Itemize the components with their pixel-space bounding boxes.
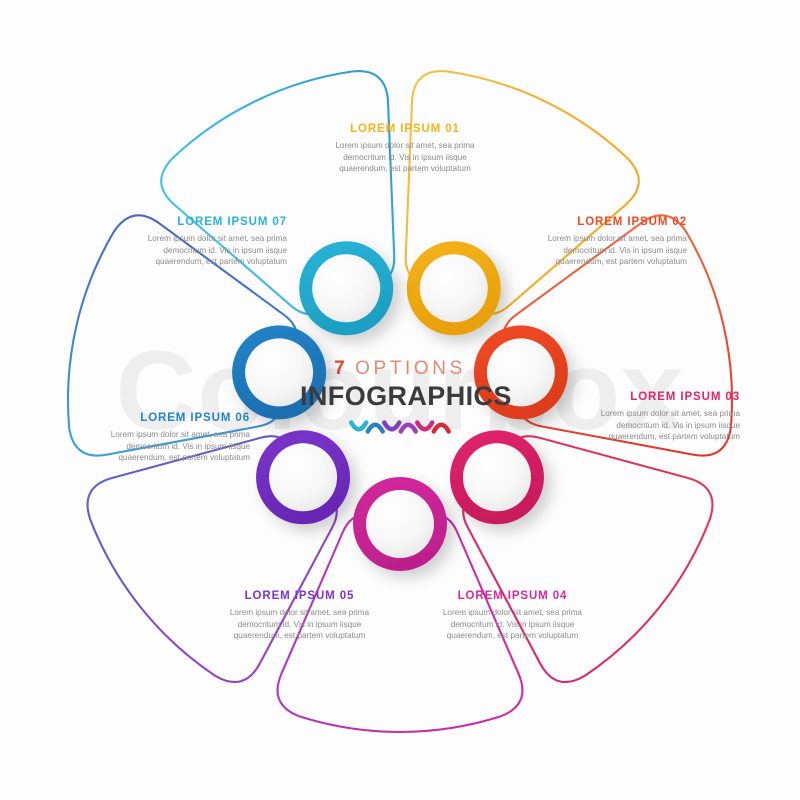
marker-circle-03[interactable] [449, 430, 544, 525]
marker-face-07 [312, 254, 381, 323]
marker-face-05 [269, 443, 338, 512]
decor-arc-red [431, 422, 451, 434]
marker-face-04 [366, 490, 434, 558]
decor-arc-violet [398, 422, 418, 434]
marker-face-06 [245, 338, 314, 407]
marker-circle-05[interactable] [256, 430, 351, 525]
marker-circle-02[interactable] [473, 325, 568, 420]
marker-circle-04[interactable] [353, 477, 447, 571]
marker-face-01 [419, 254, 488, 323]
decor-arc-blue [365, 422, 385, 434]
marker-circle-01[interactable] [406, 241, 501, 336]
decor-arc-magenta [415, 420, 435, 432]
marker-face-02 [486, 338, 555, 407]
decor-arc-cyan [349, 420, 369, 432]
marker-face-03 [462, 443, 531, 512]
marker-circle-07[interactable] [299, 241, 394, 336]
marker-circle-06[interactable] [232, 325, 327, 420]
decor-arc-purple [382, 420, 402, 432]
